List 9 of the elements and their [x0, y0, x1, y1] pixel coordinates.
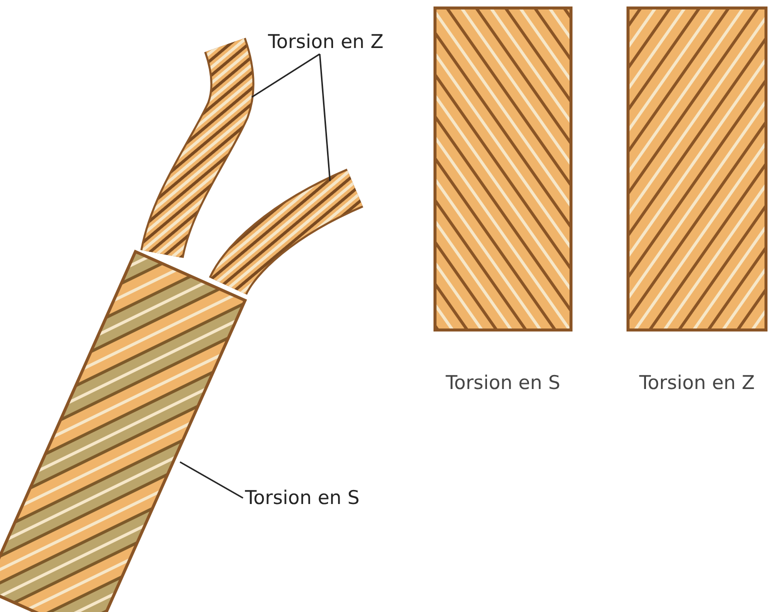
rope-strand-drawing — [209, 168, 364, 296]
caption: Torsion en S — [444, 372, 562, 394]
label-text: Torsion en S — [245, 486, 360, 510]
leader-line — [252, 53, 320, 98]
leader-line — [180, 461, 244, 499]
label-text: Torsion en Z — [268, 30, 384, 54]
leader-line — [319, 54, 331, 182]
caption: Torsion en Z — [638, 372, 756, 394]
rope-strand-drawing — [140, 38, 254, 259]
